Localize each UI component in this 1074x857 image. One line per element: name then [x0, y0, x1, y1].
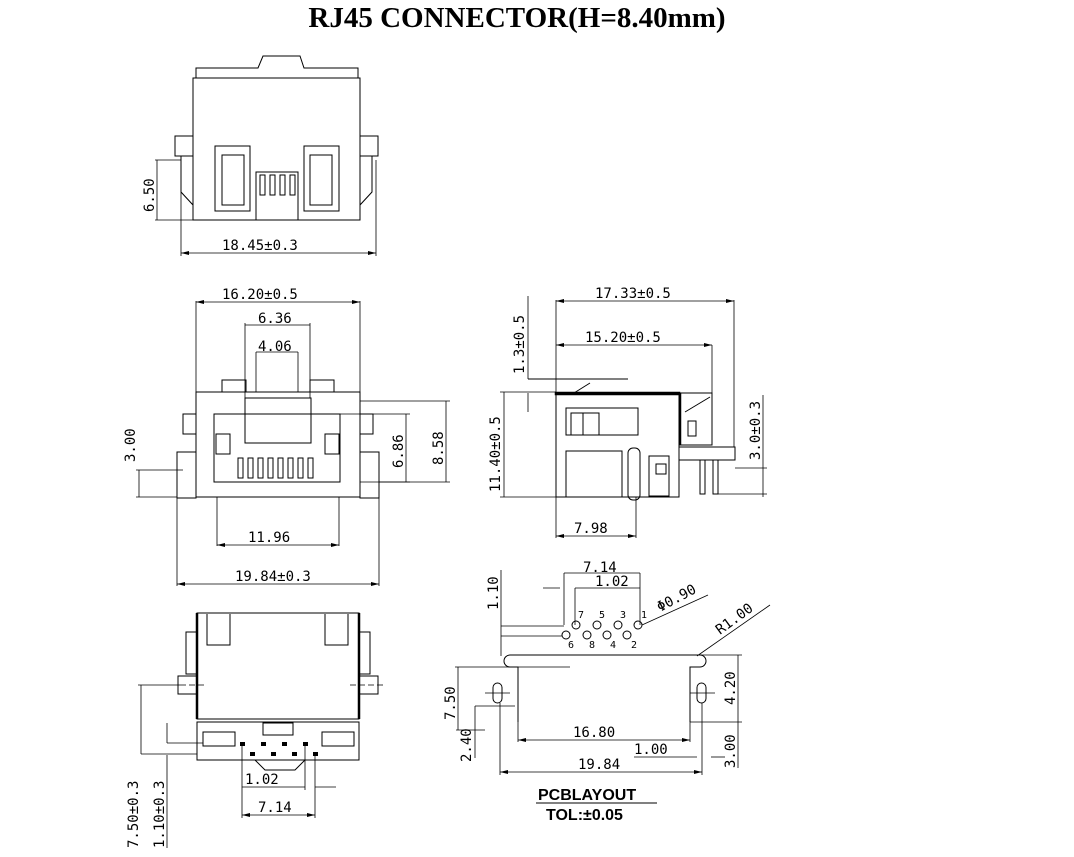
dim-overall-width: 19.84±0.3	[235, 569, 311, 585]
dim-opening-height: 6.86	[391, 434, 407, 468]
dim-post-to-edge: 7.50±0.3	[126, 781, 142, 848]
dim-left-height: 3.00	[123, 428, 139, 462]
pin-label-3: 3	[620, 610, 626, 621]
body-outline	[196, 612, 360, 720]
pcb-dim-pin-pitch: 1.02	[595, 574, 629, 590]
pin-label-1: 1	[641, 610, 647, 621]
bottom-view: 7.50±0.3 1.10±0.3 1.02 7.14	[126, 612, 385, 848]
pcb-tolerance-label: TOL:±0.05	[546, 807, 623, 824]
pin-holes	[561, 620, 643, 640]
right-flange	[359, 156, 373, 206]
pcb-dim-bottom-offset: 3.00	[723, 734, 739, 768]
dim-post-offset: 7.98	[574, 521, 608, 537]
pcb-dim-row-offset: 1.10	[486, 576, 502, 610]
contact-block	[255, 171, 299, 221]
pcb-dim-right-offset: 1.00	[634, 742, 668, 758]
left-flange	[180, 156, 194, 206]
pin-label-5: 5	[599, 610, 605, 621]
led-housing	[565, 407, 639, 436]
side-view: 17.33±0.5 15.20±0.5 1.3±0.5 11.40±0.5 3.…	[488, 286, 767, 538]
dim-body-height: 11.40±0.5	[488, 416, 504, 492]
pcb-dim-pin-span: 7.14	[583, 560, 617, 576]
pcb-layout-label: PCBLAYOUT	[538, 787, 636, 804]
pcb-dim-edge-to-slot: 4.20	[723, 671, 739, 705]
body-outline	[555, 392, 680, 498]
dim-pin-pitch: 1.02	[245, 772, 279, 788]
drawing-title: RJ45 CONNECTOR(H=8.40mm)	[308, 2, 726, 34]
dim-pin-span: 7.14	[258, 800, 292, 816]
dim-height: 6.50	[142, 178, 158, 212]
pin-label-8: 8	[589, 640, 595, 651]
pin-label-7: 7	[578, 610, 584, 621]
right-led	[309, 154, 333, 206]
pcb-dim-hole-dia: Φ0.90	[654, 582, 699, 616]
left-led-window	[214, 145, 251, 212]
pcb-dim-post-span: 16.80	[573, 725, 615, 741]
jack-opening	[213, 413, 341, 483]
top-tab	[195, 55, 359, 78]
dim-pin-length: 3.0±0.3	[748, 401, 764, 460]
dim-total-height: 8.58	[431, 431, 447, 465]
contact-pins	[237, 457, 314, 479]
dim-body-depth: 15.20±0.5	[585, 330, 661, 346]
front-top-view: 6.50 18.45±0.3	[142, 55, 379, 256]
latch-recess	[244, 397, 312, 444]
pcb-dim-overall-width: 19.84	[578, 757, 620, 773]
dim-overall-depth: 17.33±0.5	[595, 286, 671, 302]
body-outline	[195, 391, 361, 498]
pin-label-2: 2	[631, 640, 637, 651]
right-led-window	[303, 145, 340, 212]
right-ear	[359, 135, 379, 157]
left-ear	[174, 135, 194, 157]
pcb-dim-slot-height: 7.50	[443, 686, 459, 720]
pin-label-4: 4	[610, 640, 616, 651]
pin-label-6: 6	[568, 640, 574, 651]
pcb-dim-slot-offset: 2.40	[459, 728, 475, 762]
dim-latch-inner: 4.06	[258, 339, 292, 355]
board-outline	[503, 654, 707, 722]
front-view: 16.20±0.5 6.36 4.06 3.00 6.86 8.58 11.96…	[123, 287, 450, 586]
dim-post-span: 11.96	[248, 530, 290, 546]
dim-row-offset: 1.10±0.3	[152, 781, 168, 848]
pcb-layout-view: 7 5 3 1 6 8 4 2 7.14 1.02 1.10 Φ0.90 R1.…	[443, 560, 771, 824]
dim-width: 18.45±0.3	[222, 238, 298, 254]
dim-top-width: 16.20±0.5	[222, 287, 298, 303]
left-led	[221, 154, 245, 206]
dim-top-offset: 1.3±0.5	[512, 315, 528, 374]
body-outline	[192, 77, 361, 221]
dim-latch-outer: 6.36	[258, 311, 292, 327]
